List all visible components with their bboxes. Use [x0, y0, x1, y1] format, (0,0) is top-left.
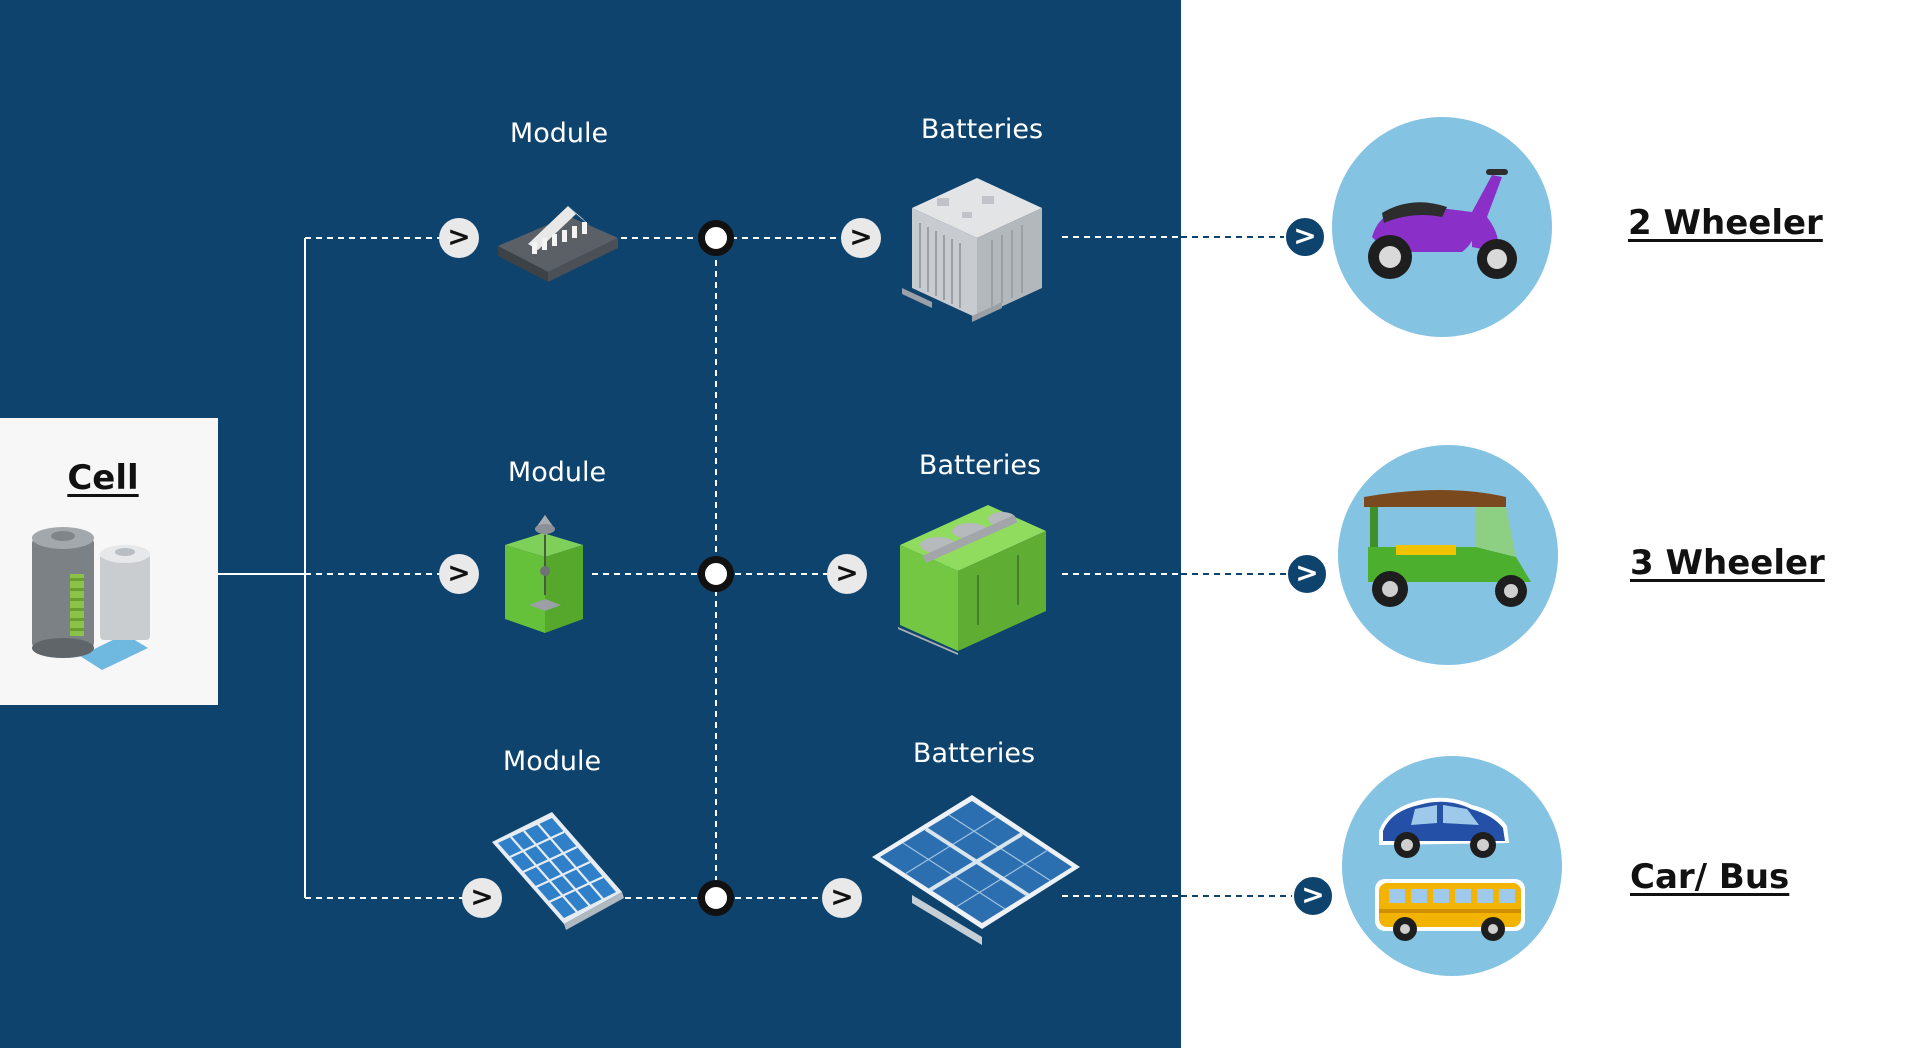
arrow-row3-vehicle: >: [1292, 875, 1334, 917]
arrow-row2-vehicle: >: [1286, 553, 1328, 595]
arrow-row2-module: >: [439, 554, 479, 594]
junction-node-row2: [698, 556, 734, 592]
vehicle-circle-row3: [1342, 756, 1562, 976]
module-label-row3: Module: [502, 746, 602, 777]
vehicle-circle-row1: [1332, 117, 1552, 337]
cell-label: Cell: [67, 458, 139, 498]
vehicle-label-row3: Car/ Bus: [1630, 857, 1790, 897]
module-label-row2: Module: [507, 457, 607, 488]
arrow-row3-module: >: [462, 878, 502, 918]
car-bus-icon: [1375, 797, 1525, 941]
vehicle-label-row2: 3 Wheeler: [1630, 543, 1825, 583]
vehicle-label-row1: 2 Wheeler: [1628, 203, 1823, 243]
battery-cells-icon: [32, 527, 150, 670]
solar-panel-module-icon: [492, 812, 624, 930]
vehicle-circle-row2: [1338, 445, 1558, 665]
batteries-label-row1: Batteries: [920, 114, 1044, 145]
junction-node-row1: [698, 220, 734, 256]
battery-pack-icon: [902, 178, 1042, 322]
module-label-row1: Module: [509, 118, 609, 149]
batteries-label-row3: Batteries: [912, 738, 1036, 769]
scooter-icon: [1368, 169, 1517, 279]
module-block-icon: [498, 206, 618, 282]
arrow-row1-module: >: [439, 218, 479, 258]
green-module-icon: [505, 515, 583, 633]
green-battery-pack-icon: [898, 505, 1046, 655]
arrow-row3-batteries: >: [822, 878, 862, 918]
solar-array-icon: [872, 795, 1080, 945]
junction-node-row3: [698, 880, 734, 916]
arrow-row2-batteries: >: [827, 554, 867, 594]
cell-box: Cell: [0, 418, 218, 705]
auto-rickshaw-icon: [1364, 490, 1531, 607]
arrow-row1-vehicle: >: [1284, 216, 1326, 258]
arrow-row1-batteries: >: [841, 218, 881, 258]
batteries-label-row2: Batteries: [918, 450, 1042, 481]
